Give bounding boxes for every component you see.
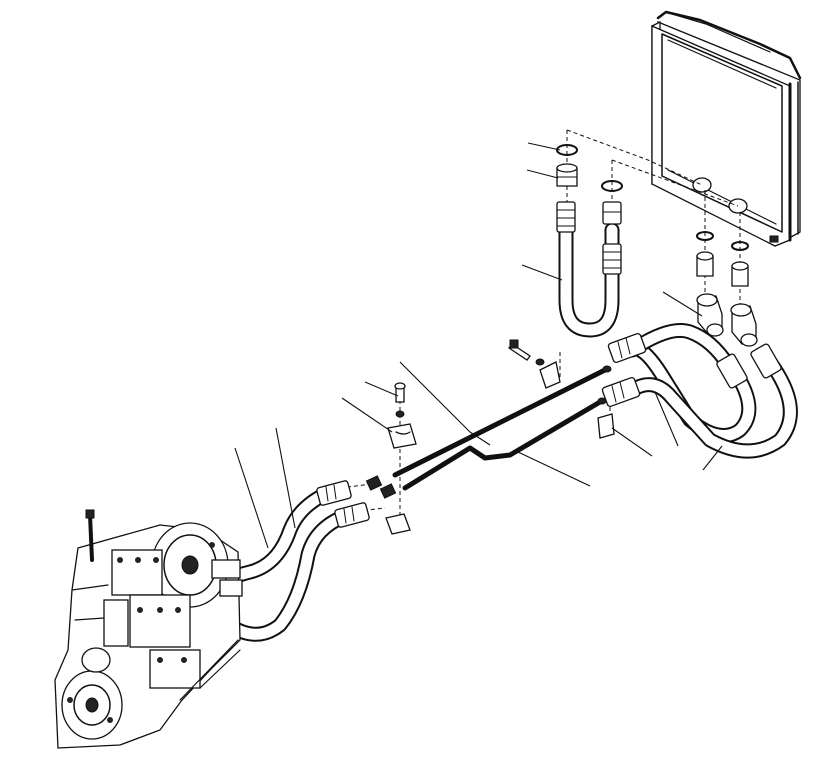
- callout-leader-14: [702, 445, 723, 471]
- callout-leader-6: [399, 361, 471, 433]
- adapter-fitting: [556, 163, 749, 287]
- washer: [395, 358, 545, 418]
- callout-leader-11: [517, 451, 591, 487]
- hose-end-fitting: [316, 480, 370, 528]
- callout-leader-13: [654, 391, 679, 447]
- callout-leader-12: [611, 427, 653, 457]
- bolt: [394, 339, 531, 403]
- callout-leader-4: [662, 291, 703, 317]
- callout-leader-3: [521, 264, 563, 281]
- hose-end-fitting: [556, 201, 622, 275]
- hose-assembly: [556, 201, 622, 338]
- callout-leader-2: [526, 169, 559, 179]
- callout-leader-9: [234, 447, 269, 549]
- callout-leader-8: [341, 397, 393, 433]
- transmission: [54, 509, 243, 749]
- oil-cooler: [651, 10, 802, 247]
- hose-assembly: [601, 322, 798, 459]
- callout-leader-10: [275, 427, 296, 529]
- callout-leader-7: [364, 381, 399, 397]
- hose-end-fitting: [601, 332, 782, 408]
- callout-leader-15: [469, 431, 491, 446]
- callout-leader-1: [527, 142, 561, 151]
- callout-leaders: [234, 142, 723, 549]
- o-ring: [556, 144, 749, 251]
- tube-clamp: [385, 361, 615, 535]
- elbow-fitting: [696, 293, 758, 347]
